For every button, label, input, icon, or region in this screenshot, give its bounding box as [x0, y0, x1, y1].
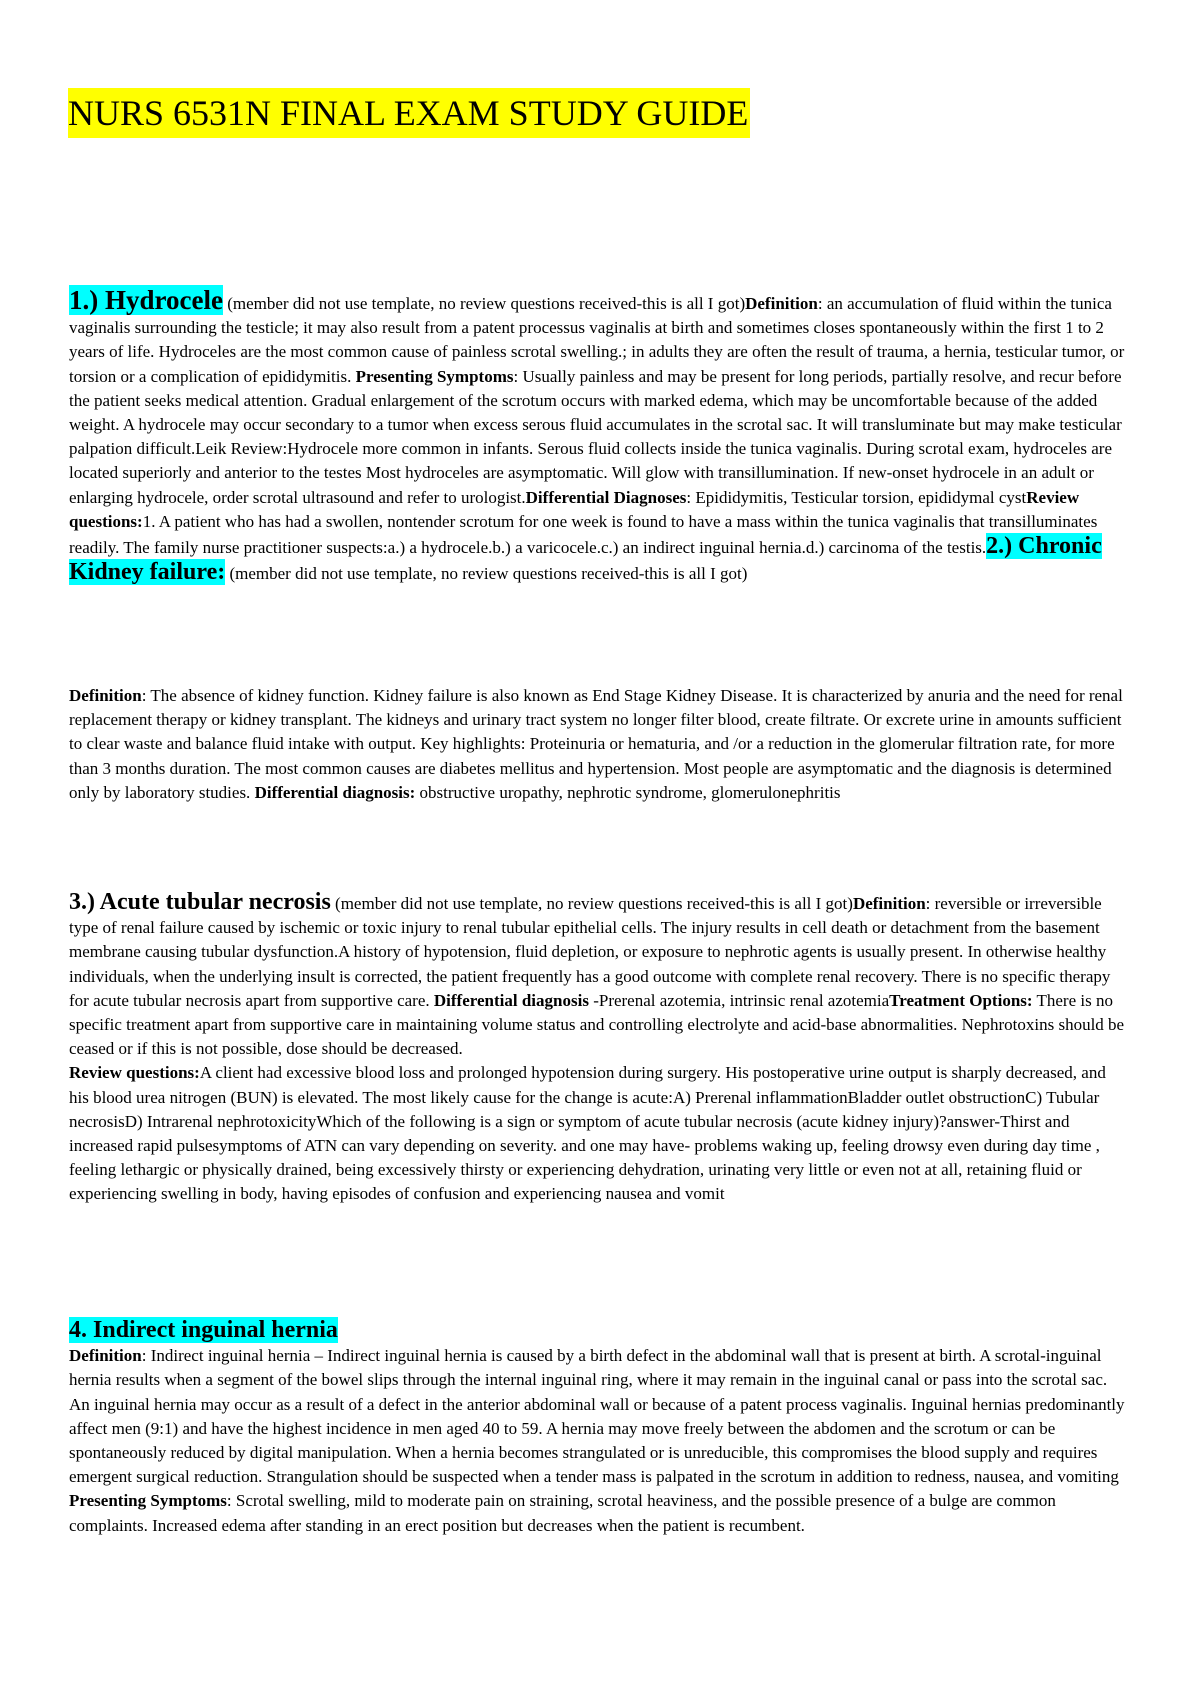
document-title: NURS 6531N FINAL EXAM STUDY GUIDE: [68, 88, 751, 138]
atn-treatment-text: There is no specific treatment apart fro…: [69, 990, 1125, 1059]
hydrocele-paragraph: 1.) Hydrocele (member did not use templa…: [69, 285, 1129, 586]
hernia-definition-paragraph: Definition: Indirect inguinal hernia – I…: [69, 1344, 1129, 1489]
section-hydrocele: 1.) Hydrocele (member did not use templa…: [69, 285, 1129, 586]
atn-review-label: Review questions:: [69, 1063, 200, 1083]
hydrocele-symptoms-text: : Usually painless and may be present fo…: [69, 366, 1122, 507]
hydrocele-symptoms-label: Presenting Symptoms: [355, 366, 514, 386]
atn-note: (member did not use template, no review …: [330, 894, 853, 913]
ckd-note: (member did not use template, no review …: [225, 564, 748, 584]
hydrocele-definition-text: : an accumulation of fluid within the tu…: [69, 294, 1125, 386]
atn-definition-text: : reversible or irreversible type of ren…: [69, 894, 1111, 1010]
atn-differential-text: -Prerenal azotemia, intrinsic renal azot…: [588, 990, 890, 1010]
hernia-definition-label: Definition: [69, 1346, 142, 1366]
ckd-differential-text: obstructive uropathy, nephrotic syndrome…: [415, 782, 841, 802]
atn-review-text: A client had excessive blood loss and pr…: [69, 1063, 1106, 1204]
atn-treatment-label: Treatment Options:: [889, 990, 1033, 1010]
section-hernia: 4. Indirect inguinal hernia Definition: …: [69, 1317, 1129, 1538]
atn-paragraph: 3.) Acute tubular necrosis (member did n…: [69, 890, 1129, 1061]
atn-differential-label: Differential diagnosis: [433, 990, 589, 1010]
ckd-paragraph: Definition: The absence of kidney functi…: [69, 684, 1129, 805]
hydrocele-heading: 1.) Hydrocele: [69, 285, 223, 315]
hydrocele-differential-text: : Epididymitis, Testicular torsion, epid…: [686, 487, 1027, 507]
atn-definition-label: Definition: [852, 894, 926, 913]
atn-heading: 3.) Acute tubular necrosis: [69, 889, 331, 915]
hydrocele-definition-label: Definition: [745, 294, 818, 313]
atn-review-paragraph: Review questions:A client had excessive …: [69, 1061, 1129, 1206]
hernia-symptoms-label: Presenting Symptoms: [69, 1491, 227, 1511]
ckd-definition-label: Definition: [69, 686, 142, 705]
hydrocele-note: (member did not use template, no review …: [222, 294, 746, 313]
hernia-symptoms-paragraph: Presenting Symptoms: Scrotal swelling, m…: [69, 1489, 1129, 1537]
hydrocele-review-text: 1. A patient who has had a swollen, nont…: [69, 511, 1098, 558]
ckd-differential-label: Differential diagnosis:: [254, 782, 416, 802]
ckd-definition-text: : The absence of kidney function. Kidney…: [69, 686, 1123, 802]
hernia-heading-line: 4. Indirect inguinal hernia: [69, 1317, 1129, 1344]
section-atn: 3.) Acute tubular necrosis (member did n…: [69, 890, 1129, 1207]
section-ckd-definition: Definition: The absence of kidney functi…: [69, 684, 1129, 805]
hernia-definition-text: : Indirect inguinal hernia – Indirect in…: [69, 1346, 1125, 1487]
hydrocele-differential-label: Differential Diagnoses: [525, 487, 687, 507]
hydrocele-review-label: Review questions:: [69, 487, 1080, 531]
hernia-heading: 4. Indirect inguinal hernia: [69, 1317, 338, 1343]
hernia-symptoms-text: : Scrotal swelling, mild to moderate pai…: [69, 1491, 1056, 1535]
